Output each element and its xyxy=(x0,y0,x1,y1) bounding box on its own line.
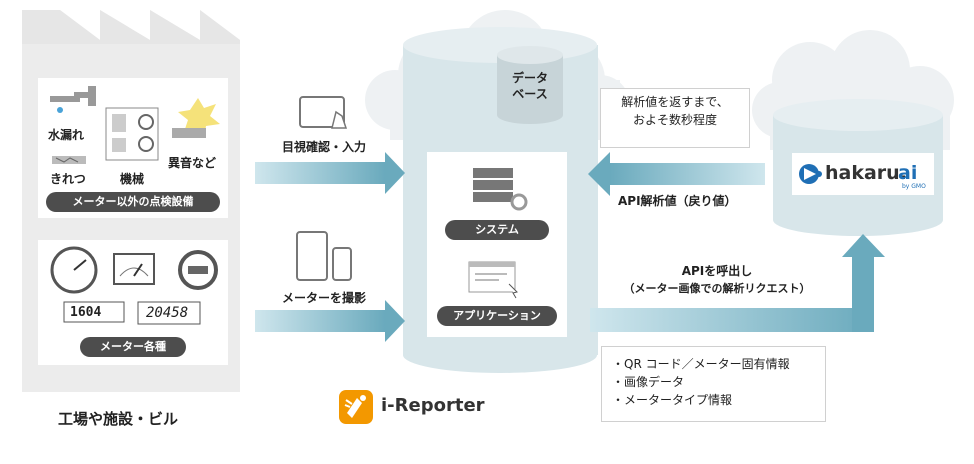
pill-system: システム xyxy=(445,220,549,240)
bubble-info: ・QR コード／メーター固有情報 ・画像データ ・メータータイプ情報 xyxy=(601,346,826,422)
bubble-info-item: ・メータータイプ情報 xyxy=(612,393,733,407)
hakaru-logo-icon xyxy=(799,164,822,184)
bubble-info-item: ・QR コード／メーター固有情報 xyxy=(612,357,790,371)
server-icon xyxy=(468,168,528,299)
ireporter-logo-icon xyxy=(339,390,373,424)
arrow-api-call xyxy=(590,234,885,332)
label-api-result: API解析値（戻り値） xyxy=(618,194,737,208)
hakaru-logo-ai: ai xyxy=(898,162,918,184)
meters-icon xyxy=(50,246,218,325)
label-database: データ ベース xyxy=(500,70,560,102)
title-other-equipment: メーター以外の点検設備 xyxy=(46,192,220,212)
label-database-line2: ベース xyxy=(512,87,548,101)
panel-other-equipment: 水漏れ きれつ 機械 異音など メーター以外の点検設備 xyxy=(38,78,228,218)
label-api-call-line2: （メーター画像での解析リクエスト） xyxy=(623,282,811,295)
bubble-timing-line1: 解析値を返すまで、 xyxy=(621,95,729,109)
hakaru-logo-by: by GMO xyxy=(902,183,926,190)
counter-value-1: 1604 xyxy=(70,305,102,320)
bubble-info-item: ・画像データ xyxy=(612,375,685,389)
ireporter-logo-text: i-Reporter xyxy=(381,395,485,416)
bubble-timing-line2: およそ数秒程度 xyxy=(632,113,717,127)
pill-application: アプリケーション xyxy=(437,306,557,326)
label-visual-input: 目視確認・入力 xyxy=(282,140,367,154)
label-api-call-line1: APIを呼出し xyxy=(681,264,753,278)
label-database-line1: データ xyxy=(511,71,548,85)
panel-meters: 1604 20458 メーター各種 xyxy=(38,240,228,365)
label-noise: 異音など xyxy=(168,156,217,170)
hakaru-logo-main: hakaru. xyxy=(825,162,907,184)
arrow-meter-photo xyxy=(255,300,405,342)
counter-value-2: 20458 xyxy=(146,305,189,321)
arrow-visual-input xyxy=(255,152,405,194)
faucet-icon xyxy=(50,86,220,164)
title-meters: メーター各種 xyxy=(80,337,186,357)
label-leak: 水漏れ xyxy=(48,128,85,142)
database-cylinder xyxy=(497,46,563,124)
label-machine: 機械 xyxy=(120,172,145,186)
label-crack: きれつ xyxy=(50,172,86,186)
bubble-timing: 解析値を返すまで、 およそ数秒程度 xyxy=(600,88,750,148)
label-meter-photo: メーターを撮影 xyxy=(282,291,367,305)
hakaru-logo-panel: hakaru. ai by GMO xyxy=(792,153,934,195)
arrow-api-result xyxy=(588,152,765,196)
factory-caption: 工場や施設・ビル xyxy=(58,410,179,428)
label-api-call: APIを呼出し （メーター画像での解析リクエスト） xyxy=(612,262,822,298)
ireporter-inner-panel: システム アプリケーション xyxy=(427,152,567,337)
